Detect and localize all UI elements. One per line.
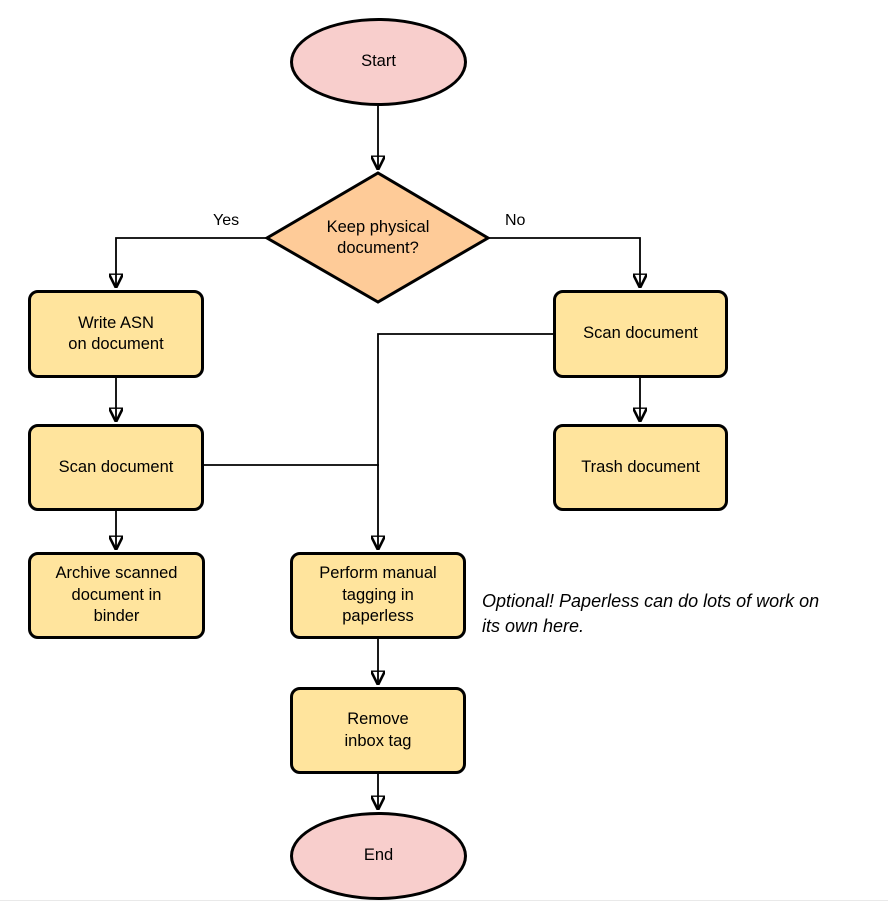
node-end: End: [290, 812, 467, 900]
node-write-asn: Write ASN on document: [28, 290, 204, 378]
edge-scanright-to-tagging: [378, 333, 553, 550]
edge-label-yes: Yes: [213, 212, 240, 229]
page-bottom-divider: [0, 900, 888, 901]
node-scan-document-right: Scan document: [553, 290, 728, 378]
node-manual-tagging: Perform manual tagging in paperless: [290, 552, 466, 639]
edge-label-no: No: [505, 212, 526, 229]
node-trash-document: Trash document: [553, 424, 728, 511]
optional-annotation: Optional! Paperless can do lots of work …: [482, 591, 820, 637]
node-decision-label: Keep physical document?: [326, 217, 430, 257]
edge-decision-no: [489, 237, 640, 288]
edge-decision-yes: [116, 237, 266, 288]
node-archive-scanned: Archive scanned document in binder: [28, 552, 205, 639]
decision-diamond-shape: [264, 171, 491, 304]
node-scan-document-left: Scan document: [28, 424, 204, 511]
node-start: Start: [290, 18, 467, 106]
node-remove-inbox-tag: Remove inbox tag: [290, 687, 466, 774]
